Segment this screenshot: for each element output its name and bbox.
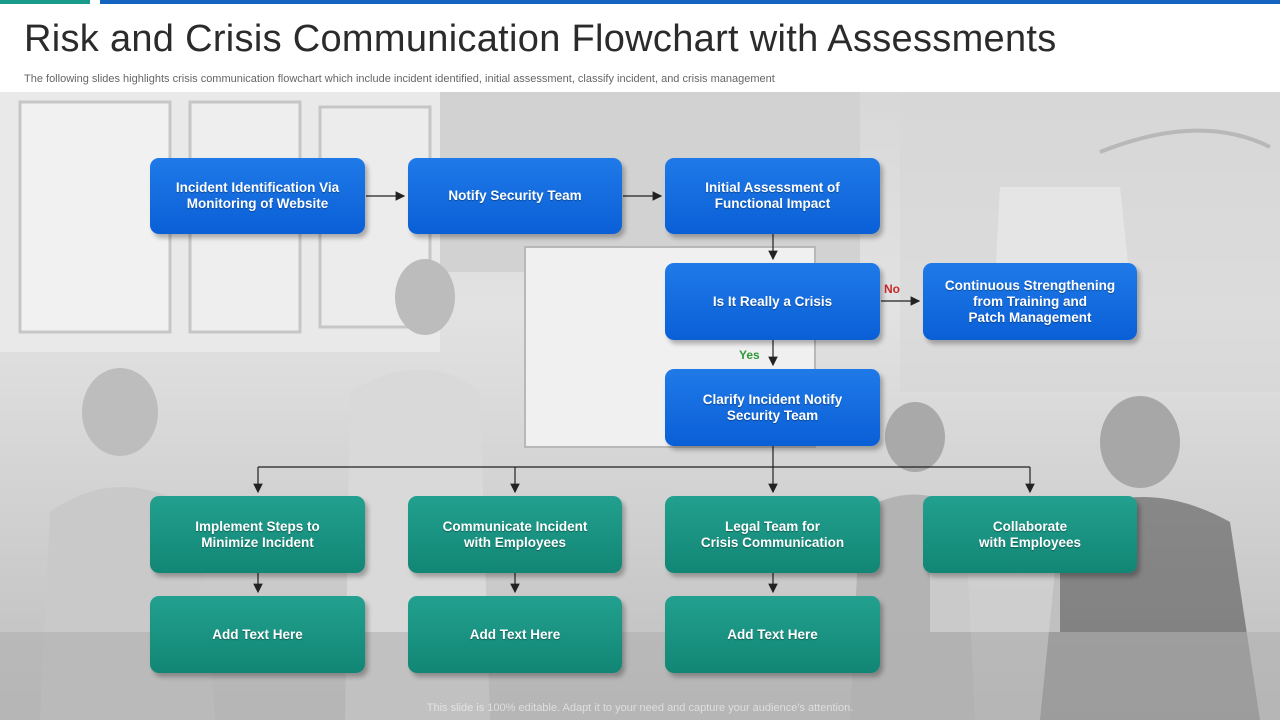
clarify-incident-box: Clarify Incident Notify Security Team [665,369,880,446]
crisis-decision-box: Is It Really a Crisis [665,263,880,340]
yes-branch-label: Yes [739,348,760,362]
accent-bar-teal [0,0,90,4]
initial-assessment-box: Initial Assessment of Functional Impact [665,158,880,234]
collaborate-employees-box: Collaborate with Employees [923,496,1137,573]
incident-identification-box: Incident Identification Via Monitoring o… [150,158,365,234]
communicate-incident-box: Communicate Incident with Employees [408,496,622,573]
slide-footer-note: This slide is 100% editable. Adapt it to… [426,702,854,714]
office-scene-graphic [0,92,1280,720]
placeholder-box-3: Add Text Here [665,596,880,673]
placeholder-box-2: Add Text Here [408,596,622,673]
accent-bar-blue [100,0,1280,4]
slide-title: Risk and Crisis Communication Flowchart … [24,18,1057,60]
placeholder-box-1: Add Text Here [150,596,365,673]
notify-security-team-box: Notify Security Team [408,158,622,234]
slide-subtitle: The following slides highlights crisis c… [24,73,775,85]
implement-steps-box: Implement Steps to Minimize Incident [150,496,365,573]
legal-team-box: Legal Team for Crisis Communication [665,496,880,573]
no-branch-label: No [884,282,900,296]
continuous-strengthening-box: Continuous Strengthening from Training a… [923,263,1137,340]
